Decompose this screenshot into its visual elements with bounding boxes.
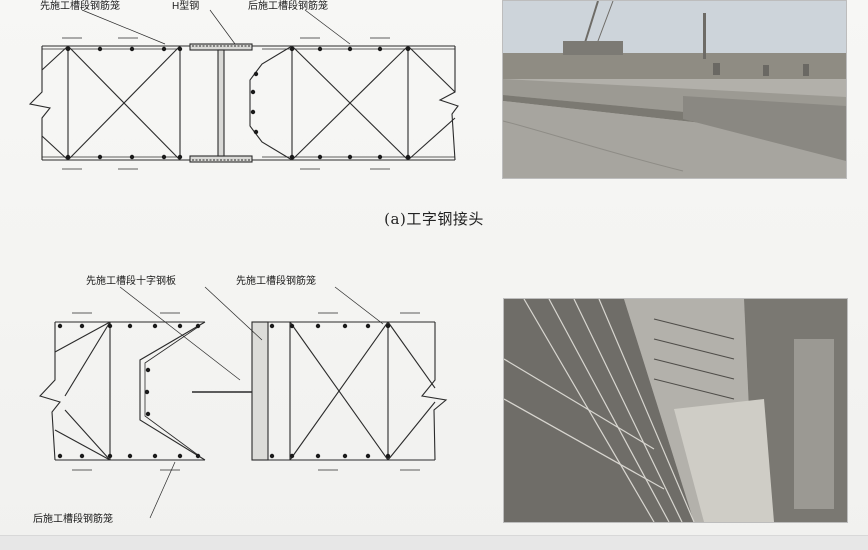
- photo-h-steel-joint-site: [502, 0, 847, 179]
- bottom-label-cross-plate: 先施工槽段十字钢板: [86, 274, 176, 287]
- top-label-h-steel: H型钢: [172, 0, 199, 12]
- top-label-first-cage: 先施工槽段钢筋笼: [40, 0, 120, 12]
- bottom-rebar-dots: [57, 323, 391, 459]
- construction-site-photo: [503, 1, 846, 178]
- top-left-break-line: [28, 46, 51, 160]
- top-rebar-dots: [65, 46, 411, 160]
- bottom-label-first-cage: 先施工槽段钢筋笼: [236, 274, 316, 287]
- figure-caption: (a)工字钢接头: [384, 210, 484, 228]
- cross-plate-flange: [251, 321, 269, 461]
- bottom-left-break-line: [38, 322, 61, 461]
- bottom-label-later-cage: 后施工槽段钢筋笼: [33, 512, 113, 525]
- bottom-divider: [0, 535, 868, 550]
- top-label-later-cage: 后施工槽段钢筋笼: [248, 0, 328, 12]
- h-steel-section: [189, 43, 253, 163]
- bottom-right-break-line: [420, 322, 448, 461]
- photo-trench-steel-cage: [503, 298, 848, 523]
- trench-photo: [504, 299, 847, 522]
- bottom-left-cage-end-shape: [139, 321, 206, 461]
- top-diagram: [28, 9, 459, 170]
- top-right-break-line: [438, 46, 459, 161]
- bottom-diagram: [38, 286, 448, 519]
- later-cage-end-shape: [249, 45, 293, 161]
